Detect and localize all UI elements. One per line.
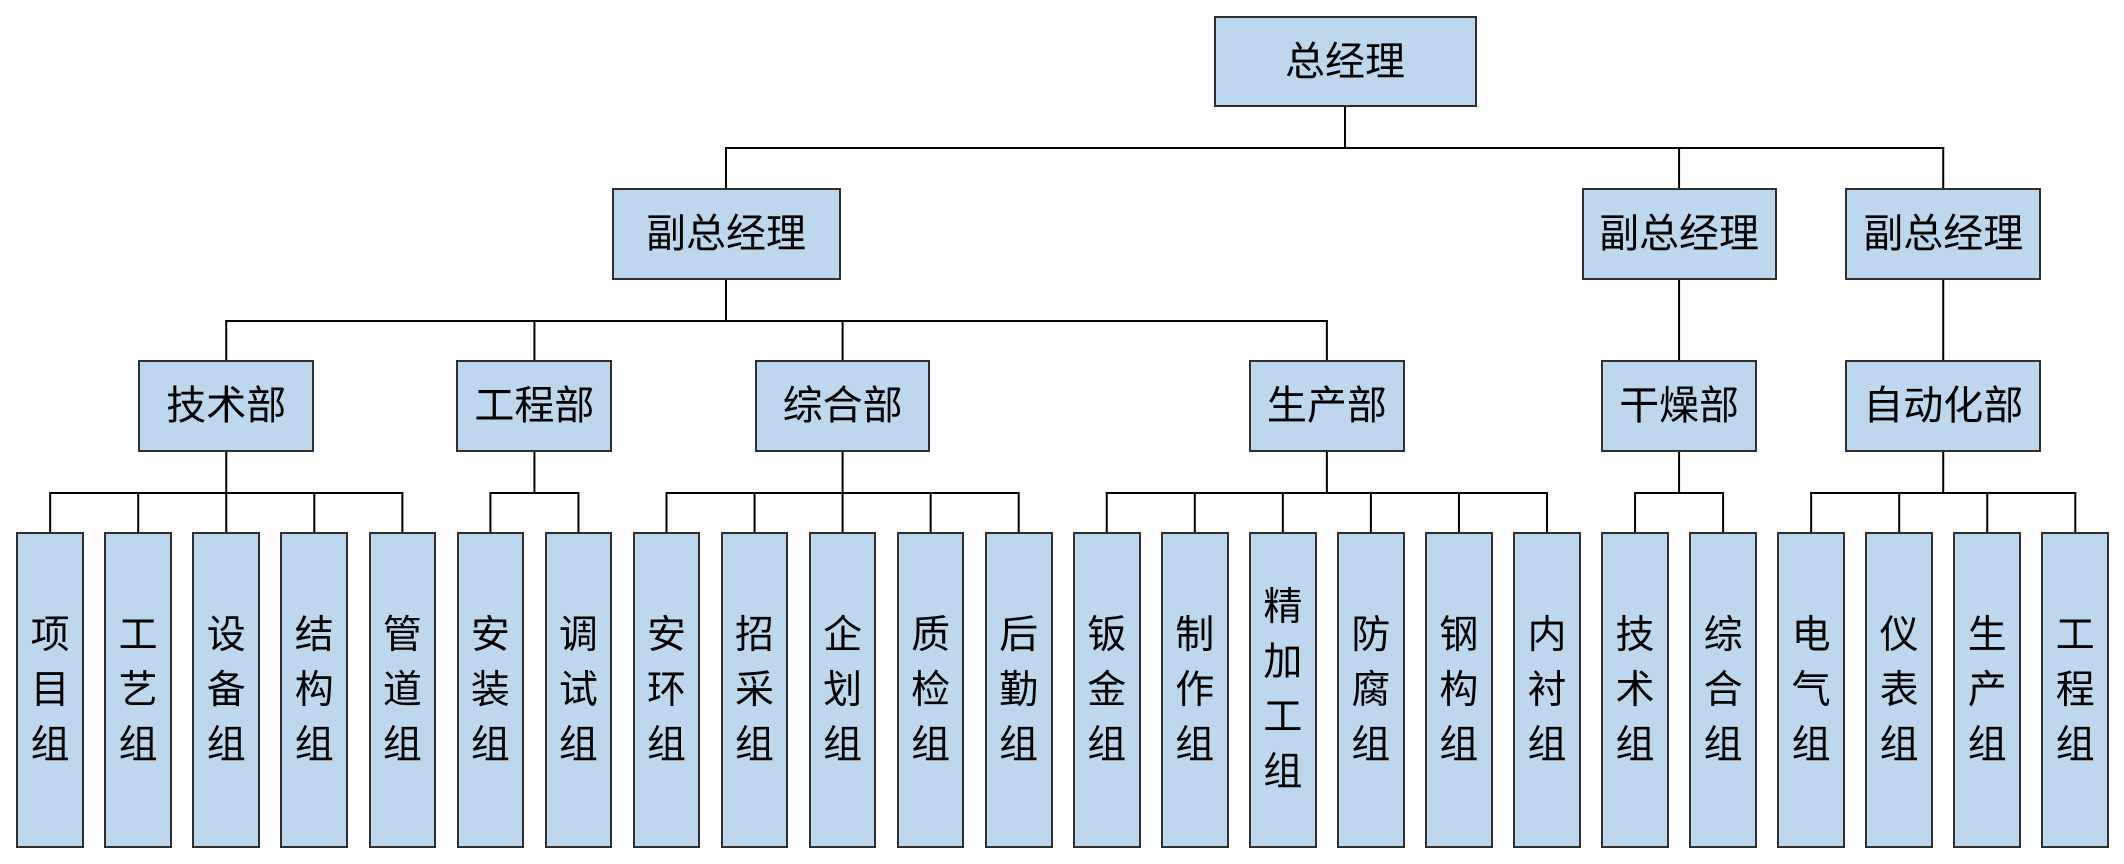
- node-label: 调试组: [558, 612, 598, 768]
- node-label: 技术部: [166, 383, 287, 429]
- group-box: 钣金组: [1072, 532, 1141, 848]
- group-box: 生产组: [1953, 532, 2022, 848]
- group-box: 安装组: [456, 532, 525, 848]
- group-box: 技术组: [1601, 532, 1669, 848]
- group-box: 质检组: [896, 532, 965, 848]
- group-box: 工艺组: [104, 532, 173, 848]
- node-label: 总经理: [1285, 38, 1405, 85]
- node-label: 企划组: [823, 612, 863, 768]
- group-box: 招采组: [720, 532, 789, 848]
- group-box: 安环组: [632, 532, 701, 848]
- general-manager-box: 总经理: [1213, 16, 1477, 107]
- node-label: 自动化部: [1863, 383, 2024, 429]
- node-label: 安环组: [646, 612, 686, 768]
- group-box: 钢构组: [1425, 532, 1493, 848]
- department-box: 自动化部: [1845, 360, 2042, 452]
- node-label: 综合组: [1703, 612, 1743, 768]
- node-label: 结构组: [294, 612, 334, 768]
- node-label: 电气组: [1791, 612, 1831, 768]
- department-box: 技术部: [138, 360, 315, 452]
- node-label: 副总经理: [1599, 211, 1760, 257]
- node-label: 生产部: [1266, 383, 1387, 429]
- node-label: 工程组: [2055, 612, 2095, 768]
- department-box: 综合部: [755, 360, 931, 452]
- node-label: 工程部: [474, 383, 595, 429]
- node-label: 钣金组: [1087, 612, 1127, 768]
- group-box: 电气组: [1777, 532, 1845, 848]
- department-box: 工程部: [456, 360, 613, 452]
- deputy-general-manager-box: 副总经理: [1581, 188, 1777, 280]
- group-box: 仪表组: [1865, 532, 1934, 848]
- department-box: 生产部: [1248, 360, 1405, 452]
- node-label: 综合部: [782, 383, 903, 429]
- group-box: 项目组: [16, 532, 84, 848]
- group-box: 工程组: [2041, 532, 2110, 848]
- node-label: 工艺组: [118, 612, 158, 768]
- node-label: 防腐组: [1351, 612, 1391, 768]
- group-box: 制作组: [1160, 532, 1229, 848]
- node-label: 仪表组: [1879, 612, 1919, 768]
- group-box: 内衬组: [1513, 532, 1581, 848]
- group-box: 管道组: [368, 532, 437, 848]
- node-label: 项目组: [30, 612, 70, 768]
- group-box: 结构组: [280, 532, 349, 848]
- group-box: 防腐组: [1337, 532, 1405, 848]
- node-label: 技术组: [1615, 612, 1655, 768]
- node-label: 钢构组: [1439, 612, 1479, 768]
- deputy-general-manager-box: 副总经理: [611, 188, 841, 280]
- group-box: 调试组: [544, 532, 613, 848]
- node-label: 招采组: [735, 612, 775, 768]
- node-label: 设备组: [206, 612, 246, 768]
- node-label: 副总经理: [646, 211, 806, 257]
- node-label: 安装组: [470, 612, 510, 768]
- node-label: 后勤组: [999, 612, 1039, 768]
- group-box: 综合组: [1689, 532, 1757, 848]
- node-label: 管道组: [382, 612, 422, 768]
- department-box: 干燥部: [1601, 360, 1758, 452]
- node-label: 干燥部: [1619, 383, 1740, 429]
- group-box: 精加工组: [1249, 532, 1317, 848]
- group-box: 后勤组: [984, 532, 1053, 848]
- group-box: 企划组: [808, 532, 877, 848]
- group-box: 设备组: [192, 532, 261, 848]
- node-label: 副总经理: [1863, 211, 2024, 257]
- node-label: 制作组: [1175, 612, 1215, 768]
- node-label: 精加工组: [1263, 585, 1303, 795]
- node-label: 质检组: [911, 612, 951, 768]
- node-label: 生产组: [1967, 612, 2007, 768]
- node-label: 内衬组: [1527, 612, 1567, 768]
- deputy-general-manager-box: 副总经理: [1845, 188, 2042, 280]
